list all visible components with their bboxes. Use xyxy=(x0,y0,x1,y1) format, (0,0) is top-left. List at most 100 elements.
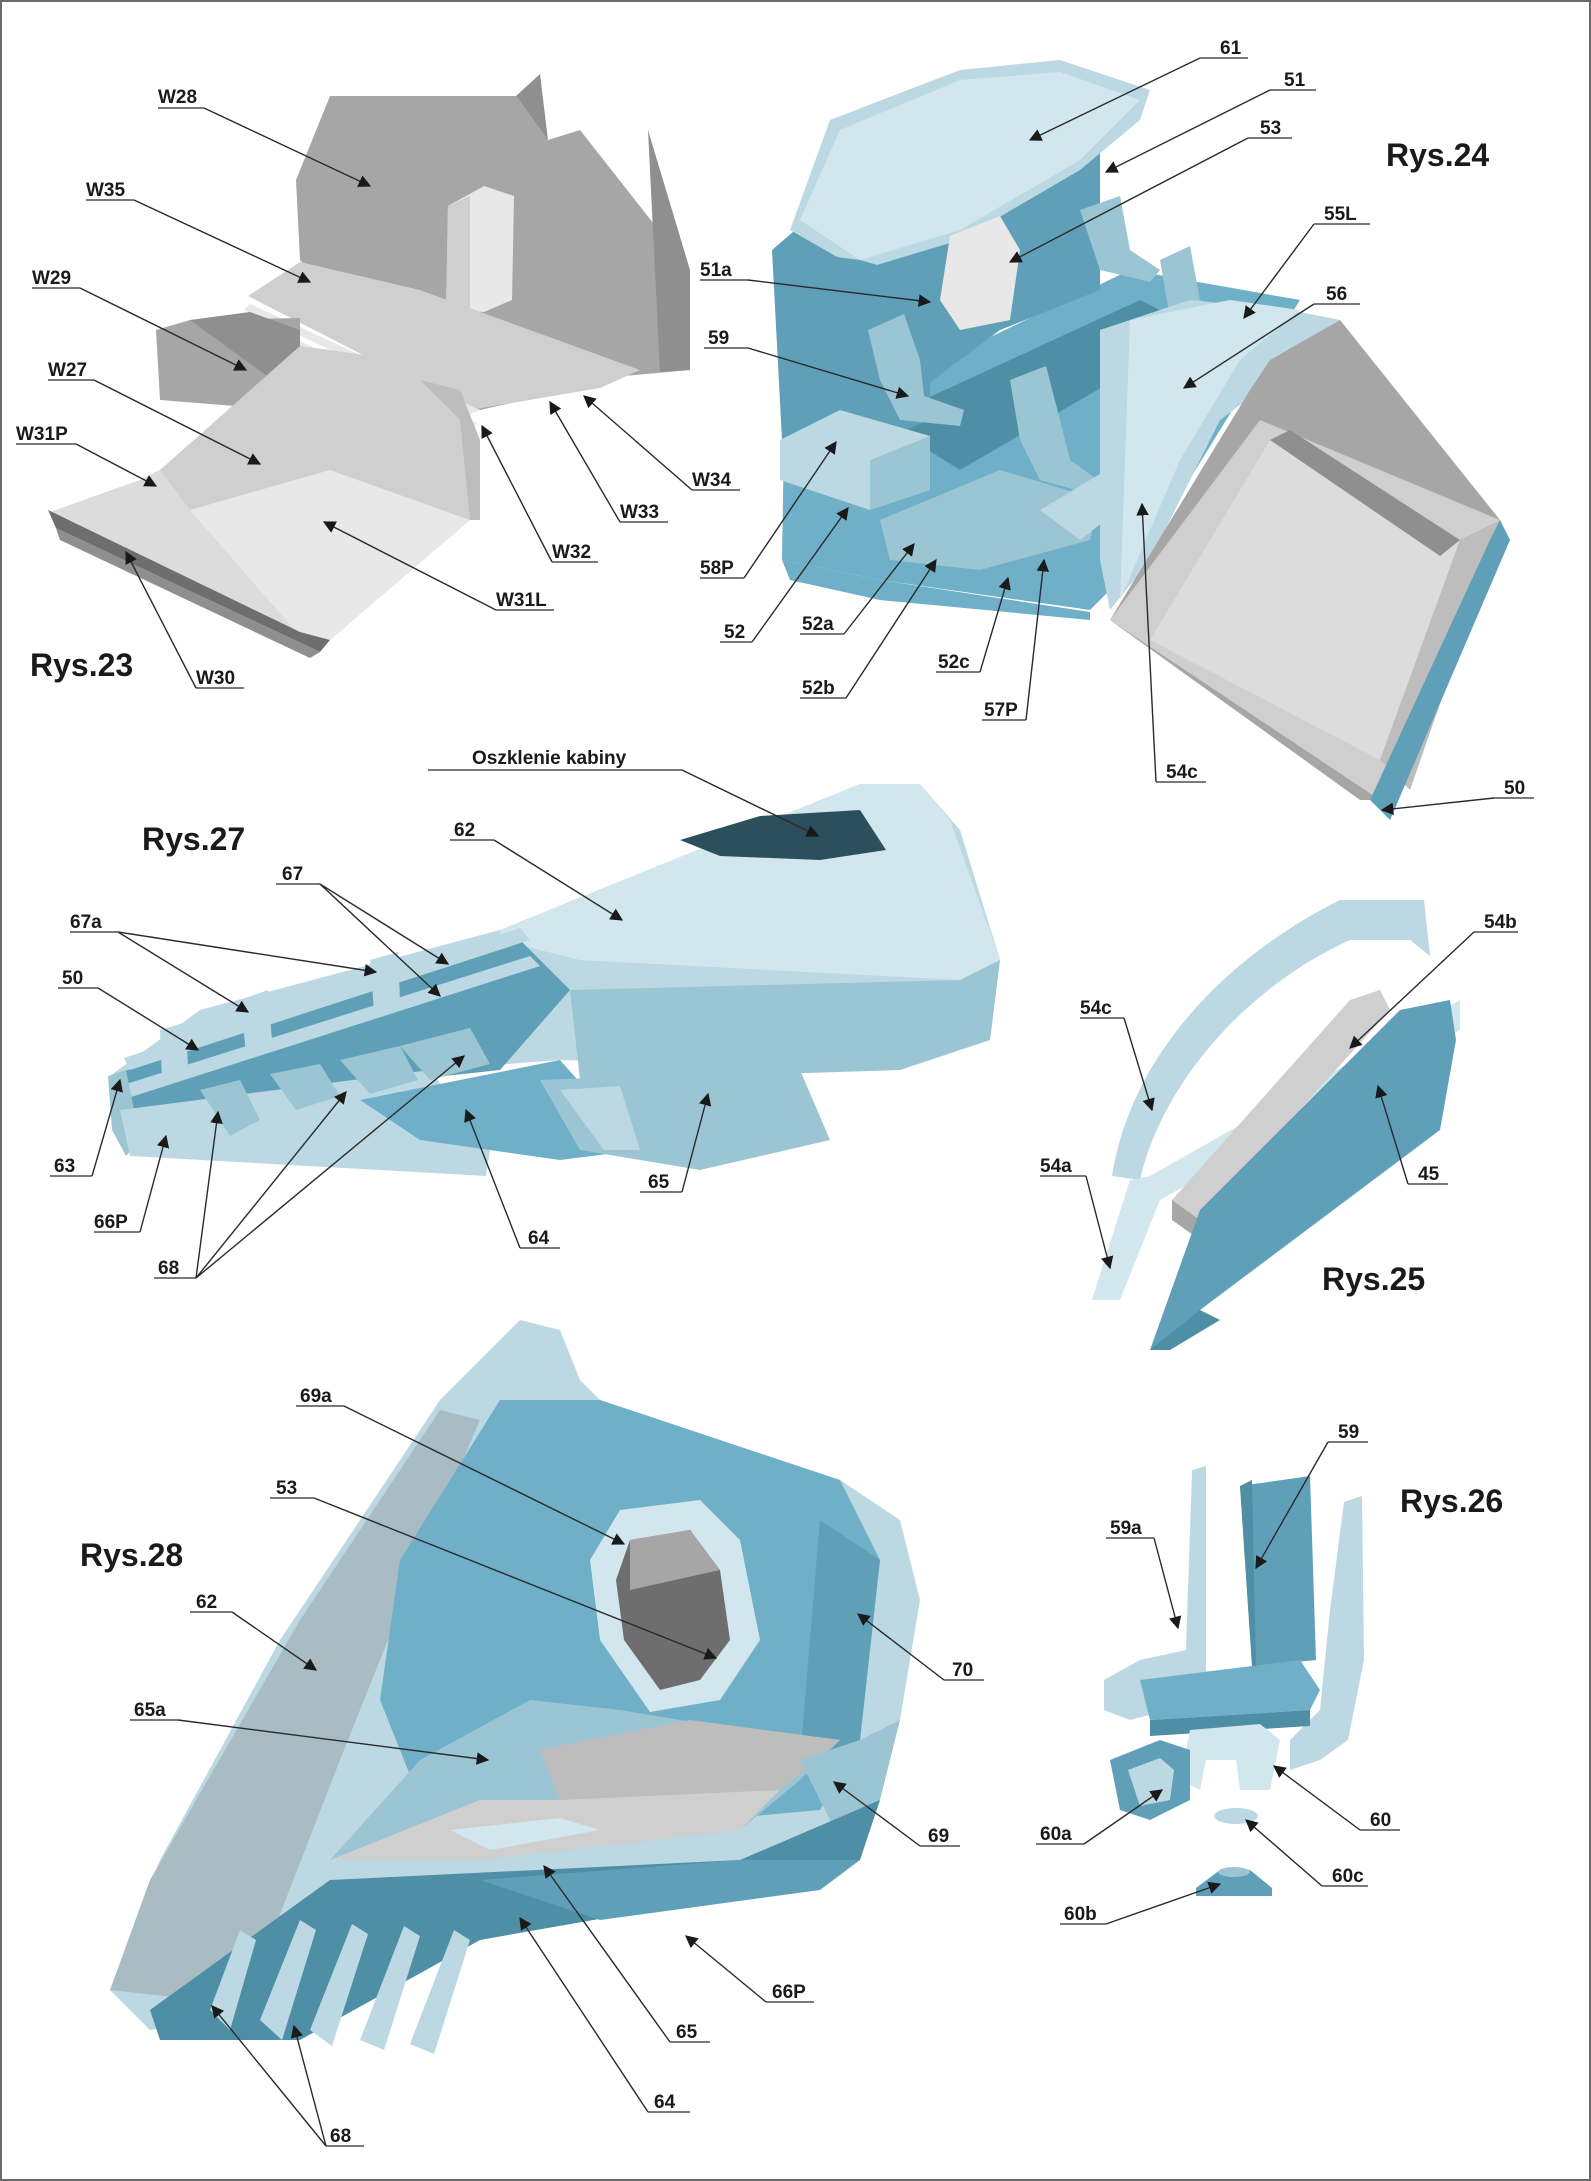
rys26-label-60c: 60c xyxy=(1245,1819,1368,1887)
svg-text:60b: 60b xyxy=(1064,1904,1097,1925)
rys27-label-50: 50 xyxy=(58,968,200,1051)
svg-text:66P: 66P xyxy=(94,1212,128,1233)
svg-text:51a: 51a xyxy=(700,260,732,281)
rys23-label-w28: W28 xyxy=(158,87,372,187)
svg-text:52c: 52c xyxy=(938,652,970,673)
svg-text:63: 63 xyxy=(54,1156,75,1177)
svg-text:60: 60 xyxy=(1370,1810,1391,1831)
svg-text:65a: 65a xyxy=(134,1700,166,1721)
svg-text:64: 64 xyxy=(528,1228,550,1249)
rys28-drawing xyxy=(110,1320,920,2054)
svg-text:65: 65 xyxy=(676,2022,698,2043)
rys27-label-67a: 67a xyxy=(70,912,378,1013)
svg-text:W30: W30 xyxy=(196,668,235,689)
rys24-label-58p: 58P xyxy=(700,440,837,579)
svg-text:54a: 54a xyxy=(1040,1156,1072,1177)
svg-text:55L: 55L xyxy=(1324,204,1357,225)
rys26-title: Rys.26 xyxy=(1400,1483,1503,1519)
figure-rys26: Rys.26 59 59a 60 60a 60c 60b xyxy=(1036,1422,1503,1925)
rys24-label-51: 51 xyxy=(1104,70,1316,173)
svg-text:60c: 60c xyxy=(1332,1866,1364,1887)
rys24-label-50: 50 xyxy=(1380,778,1534,816)
svg-text:59: 59 xyxy=(708,328,729,349)
svg-text:65: 65 xyxy=(648,1172,670,1193)
rys23-label-w29: W29 xyxy=(32,268,248,371)
rys28-title: Rys.28 xyxy=(80,1537,183,1573)
svg-text:W29: W29 xyxy=(32,268,71,289)
rys24-label-53: 53 xyxy=(1008,118,1292,263)
rys26-label-60: 60 xyxy=(1272,1765,1400,1831)
svg-text:45: 45 xyxy=(1418,1164,1440,1185)
svg-text:52a: 52a xyxy=(802,614,834,635)
svg-text:60a: 60a xyxy=(1040,1824,1072,1845)
svg-text:W33: W33 xyxy=(620,502,659,523)
rys24-label-52c: 52c xyxy=(936,576,1011,673)
rys23-label-w32: W32 xyxy=(481,424,598,563)
rys28-label-69: 69 xyxy=(832,1781,960,1847)
rys28-label-69a: 69a xyxy=(296,1386,626,1545)
rys24-title: Rys.24 xyxy=(1386,137,1489,173)
svg-text:54c: 54c xyxy=(1166,762,1198,783)
rys24-label-56: 56 xyxy=(1182,284,1360,389)
svg-text:62: 62 xyxy=(454,820,475,841)
svg-text:53: 53 xyxy=(1260,118,1281,139)
svg-text:W28: W28 xyxy=(158,87,197,108)
rys23-label-w31l: W31L xyxy=(322,521,554,611)
svg-text:59: 59 xyxy=(1338,1422,1359,1443)
rys26-label-60b: 60b xyxy=(1060,1881,1222,1925)
svg-text:68: 68 xyxy=(158,1258,179,1279)
rys28-label-53: 53 xyxy=(270,1478,718,1660)
svg-text:W32: W32 xyxy=(552,542,591,563)
rys24-label-54c: 54c xyxy=(1136,502,1206,783)
rys24-drawing xyxy=(772,60,1510,820)
svg-text:52: 52 xyxy=(724,622,745,643)
svg-text:62: 62 xyxy=(196,1592,217,1613)
rys24-label-52a: 52a xyxy=(800,543,915,635)
svg-text:69a: 69a xyxy=(300,1386,332,1407)
figure-rys27: Rys.27 Oszklenie kabiny 62 67 67a 50 xyxy=(50,748,1000,1279)
rys28-label-66p: 66P xyxy=(685,1935,814,2003)
svg-text:68: 68 xyxy=(330,2126,351,2147)
figure-rys23: Rys.23 W28 W35 W29 W27 W31P W34 xyxy=(16,74,740,689)
figure-rys24: Rys.24 61 51 53 55L 56 51a xyxy=(700,38,1534,820)
svg-text:50: 50 xyxy=(1504,778,1525,799)
svg-text:Oszklenie kabiny: Oszklenie kabiny xyxy=(472,748,627,769)
rys28-label-68: 68 xyxy=(211,2005,364,2147)
svg-text:66P: 66P xyxy=(772,1982,806,2003)
svg-text:W35: W35 xyxy=(86,180,126,201)
rys27-label-64: 64 xyxy=(464,1108,560,1249)
rys27-label-68: 68 xyxy=(154,1055,465,1279)
svg-text:51: 51 xyxy=(1284,70,1306,91)
svg-text:61: 61 xyxy=(1220,38,1242,59)
rys28-label-65a: 65a xyxy=(130,1700,490,1765)
rys23-title: Rys.23 xyxy=(30,647,133,683)
rys26-label-60a: 60a xyxy=(1036,1789,1164,1845)
rys27-label-glazing: Oszklenie kabiny xyxy=(428,748,820,837)
figure-rys25: Rys.25 54b 54c 54a 45 xyxy=(1040,900,1518,1350)
rys26-drawing xyxy=(1104,1466,1364,1896)
svg-text:50: 50 xyxy=(62,968,83,989)
rys24-label-52b: 52b xyxy=(800,558,937,699)
svg-text:W31L: W31L xyxy=(496,590,547,611)
rys23-label-w27: W27 xyxy=(48,360,262,465)
rys23-label-w30: W30 xyxy=(125,550,244,689)
svg-text:59a: 59a xyxy=(1110,1518,1142,1539)
svg-text:54c: 54c xyxy=(1080,998,1112,1019)
rys26-label-59a: 59a xyxy=(1106,1518,1182,1630)
svg-text:W34: W34 xyxy=(692,470,732,491)
rys24-label-57p: 57P xyxy=(982,558,1049,721)
rys27-label-63: 63 xyxy=(50,1078,123,1177)
svg-text:58P: 58P xyxy=(700,558,734,579)
rys24-label-61: 61 xyxy=(1028,38,1248,141)
rys23-drawing xyxy=(48,74,690,658)
svg-text:53: 53 xyxy=(276,1478,297,1499)
rys23-label-w34: W34 xyxy=(583,395,740,491)
svg-text:W27: W27 xyxy=(48,360,87,381)
svg-text:70: 70 xyxy=(952,1660,973,1681)
rys27-title: Rys.27 xyxy=(142,821,245,857)
rys27-label-62: 62 xyxy=(450,820,624,921)
rys24-label-59: 59 xyxy=(704,328,910,399)
svg-text:56: 56 xyxy=(1326,284,1347,305)
